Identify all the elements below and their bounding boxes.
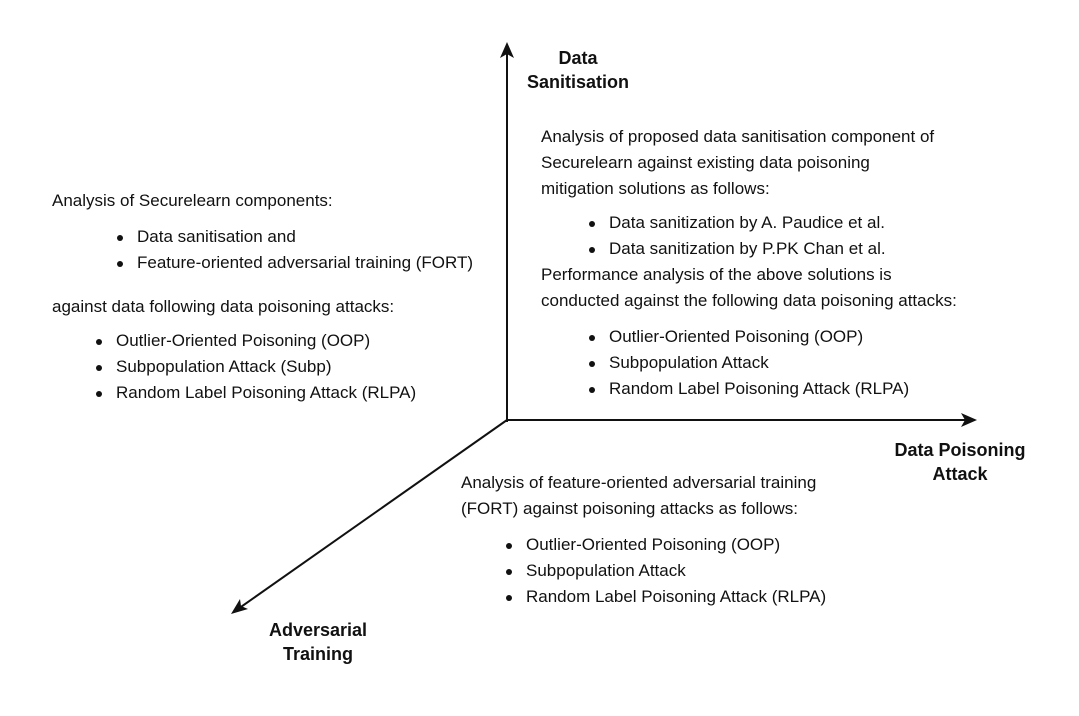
attack-item: Subpopulation Attack (Subp) [93, 354, 492, 380]
solution-item: Data sanitization by A. Paudice et al. [586, 210, 961, 236]
horizontal-axis-arrowhead [961, 413, 977, 427]
solutions-list: Data sanitization by A. Paudice et al. D… [586, 210, 961, 262]
horizontal-axis-label: Data Poisoning Attack [880, 438, 1040, 486]
attack-item: Subpopulation Attack [503, 558, 881, 584]
attack-item: Random Label Poisoning Attack (RLPA) [503, 584, 881, 610]
attack-item: Random Label Poisoning Attack (RLPA) [586, 376, 961, 402]
left-block-intro: Analysis of Securelearn components: [52, 191, 333, 210]
diagonal-axis-label-line-1: Adversarial [268, 620, 368, 640]
top-right-block-intro: Analysis of proposed data sanitisation c… [541, 127, 935, 198]
attack-item: Outlier-Oriented Poisoning (OOP) [93, 328, 492, 354]
diagonal-axis-arrowhead [231, 599, 248, 614]
attack-item: Subpopulation Attack [586, 350, 961, 376]
bottom-block-intro: Analysis of feature-oriented adversarial… [461, 473, 817, 518]
bottom-attacks-list: Outlier-Oriented Poisoning (OOP) Subpopu… [503, 532, 881, 610]
vertical-axis-arrowhead [500, 42, 514, 58]
horizontal-axis-label-line-2: Attack [932, 464, 988, 484]
attack-item: Outlier-Oriented Poisoning (OOP) [586, 324, 961, 350]
component-item: Feature-oriented adversarial training (F… [114, 250, 477, 276]
horizontal-axis-label-line-1: Data Poisoning [894, 440, 1026, 460]
components-list: Data sanitisation and Feature-oriented a… [114, 224, 492, 276]
left-analysis-block: Analysis of Securelearn components: Data… [52, 188, 492, 406]
left-block-against: against data following data poisoning at… [52, 297, 395, 316]
top-right-block-performance: Performance analysis of the above soluti… [541, 265, 957, 310]
bottom-analysis-block: Analysis of feature-oriented adversarial… [461, 470, 881, 610]
diagonal-axis-line [237, 419, 508, 610]
left-attacks-list: Outlier-Oriented Poisoning (OOP) Subpopu… [93, 328, 492, 406]
top-right-analysis-block: Analysis of proposed data sanitisation c… [541, 124, 961, 402]
top-right-attacks-list: Outlier-Oriented Poisoning (OOP) Subpopu… [586, 324, 961, 402]
vertical-axis-label-line-1: Data [558, 48, 598, 68]
diagonal-axis-label-line-2: Training [282, 644, 353, 664]
solution-item: Data sanitization by P.PK Chan et al. [586, 236, 961, 262]
vertical-axis-label: Data Sanitisation [518, 46, 638, 94]
component-item: Data sanitisation and [114, 224, 492, 250]
diagonal-axis-label: Adversarial Training [258, 618, 378, 666]
vertical-axis-label-line-2: Sanitisation [526, 72, 629, 92]
attack-item: Random Label Poisoning Attack (RLPA) [93, 380, 492, 406]
attack-item: Outlier-Oriented Poisoning (OOP) [503, 532, 881, 558]
